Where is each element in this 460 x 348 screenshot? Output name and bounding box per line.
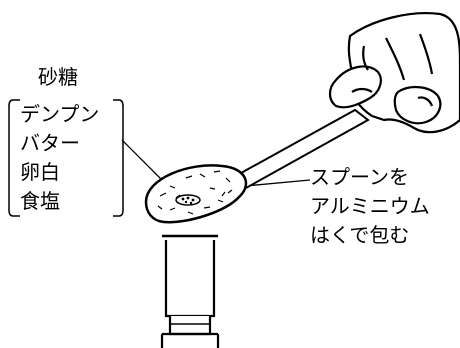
sample-item-salt: 食塩 bbox=[20, 189, 60, 213]
foil-note-line-3: はくで包む bbox=[310, 223, 410, 247]
sample-item-butter: バター bbox=[20, 131, 80, 155]
foil-leader-line bbox=[244, 179, 311, 187]
hand bbox=[328, 12, 460, 134]
sugar-label: 砂糖 bbox=[38, 65, 78, 89]
left-bracket bbox=[8, 99, 20, 217]
right-bracket bbox=[113, 99, 124, 217]
gas-burner bbox=[160, 234, 220, 348]
spoon-bowl bbox=[144, 164, 248, 224]
foil-note-line-1: スプーンを bbox=[310, 165, 409, 189]
foil-note: スプーンを アルミニウム はくで包む bbox=[310, 163, 430, 250]
foil-note-line-2: アルミニウム bbox=[310, 194, 430, 218]
sample-item-starch: デンプン bbox=[20, 102, 100, 126]
sample-item-egg-white: 卵白 bbox=[20, 160, 60, 184]
foil-texture bbox=[157, 170, 233, 215]
sample-list: デンプン バター 卵白 食塩 bbox=[20, 100, 99, 216]
sample-pile bbox=[175, 194, 201, 206]
